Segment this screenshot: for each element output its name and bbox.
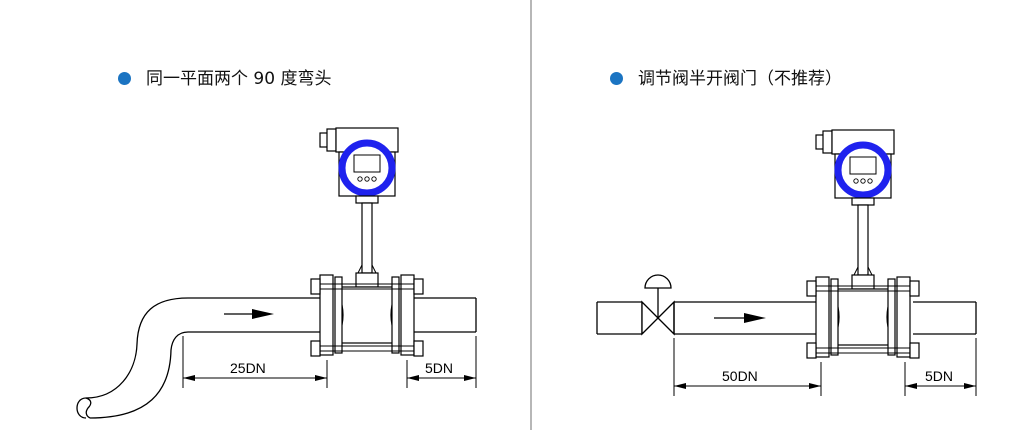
right-upstream-label: 50DN [722,368,758,384]
right-pipe-assembly: 50DN 5DN [596,130,977,396]
left-panel-heading: 同一平面两个 90 度弯头 [118,64,331,89]
pipe-elbow-icon [85,297,321,399]
control-valve-icon [641,274,675,336]
flow-direction-arrow-icon [224,309,274,319]
left-panel-title: 同一平面两个 90 度弯头 [146,69,332,89]
bullet-dot-icon [118,72,131,85]
bullet-dot-icon [610,72,623,85]
right-dimension-lines [673,338,977,396]
left-downstream-label: 5DN [425,360,453,376]
flow-direction-arrow-icon [714,313,766,323]
right-downstream-label: 5DN [925,368,953,384]
right-panel-heading: 调节阀半开阀门（不推荐） [610,64,842,89]
flowmeter-display-icon [311,128,423,356]
left-pipe-assembly: 25DN 5DN [76,128,477,419]
flowmeter-display-icon [807,130,919,358]
left-upstream-label: 25DN [230,360,266,376]
left-dimension-lines [182,336,477,388]
right-panel-title: 调节阀半开阀门（不推荐） [638,69,842,89]
